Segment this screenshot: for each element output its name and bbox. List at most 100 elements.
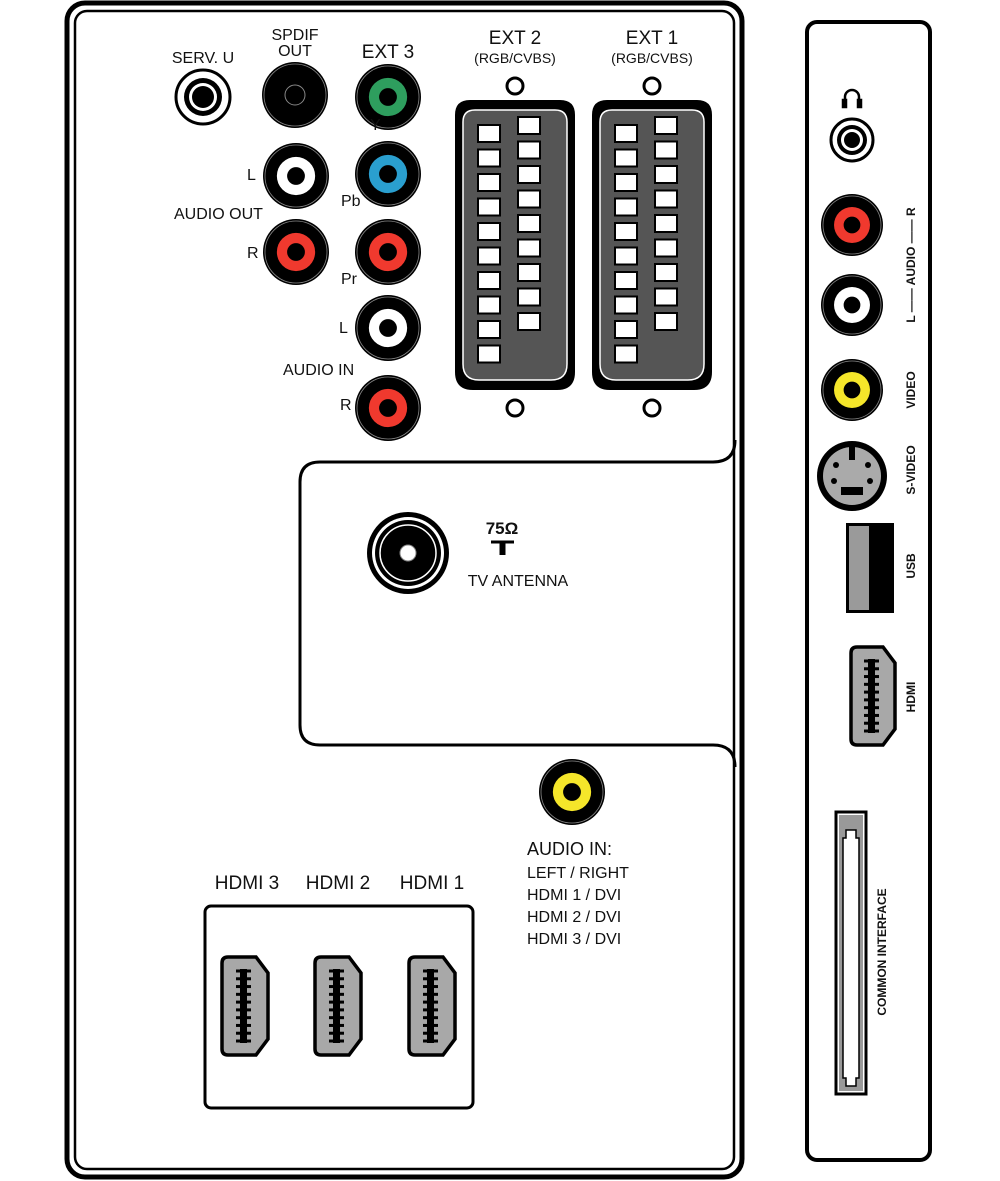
scart-pin bbox=[614, 295, 638, 315]
scart-pin bbox=[477, 148, 501, 168]
hdmi-pin bbox=[236, 1000, 251, 1004]
ext2-scart-connector[interactable] bbox=[455, 76, 575, 418]
s-video-connector[interactable] bbox=[817, 441, 887, 511]
side-hdmi-label: HDMI bbox=[904, 682, 918, 713]
hdmi-pin bbox=[423, 1008, 438, 1012]
ext3-y-jack[interactable] bbox=[355, 64, 421, 130]
serv-u-jack[interactable] bbox=[174, 68, 232, 126]
audio-in-l-jack[interactable] bbox=[355, 295, 421, 361]
scart-pin bbox=[614, 197, 638, 217]
audio-in-label: AUDIO IN bbox=[283, 362, 354, 379]
common-interface-slot[interactable] bbox=[834, 810, 868, 1096]
common-interface-label: COMMON INTERFACE bbox=[875, 888, 889, 1015]
hdmi3-port[interactable] bbox=[220, 955, 270, 1057]
scart-pin bbox=[614, 271, 638, 290]
hdmi-pin bbox=[236, 1023, 251, 1027]
hdmi-pin bbox=[236, 1016, 251, 1020]
tv-antenna-connector[interactable] bbox=[367, 512, 449, 594]
side-hdmi-port[interactable] bbox=[849, 645, 897, 747]
headphone-icon bbox=[841, 88, 863, 109]
hdmi-pin bbox=[423, 1023, 438, 1027]
scart-pin bbox=[517, 165, 541, 184]
hdmi1-port[interactable] bbox=[407, 955, 457, 1057]
scart-pin bbox=[654, 165, 678, 184]
hdmi-pin bbox=[329, 1016, 344, 1020]
scart-pin bbox=[517, 140, 541, 160]
ext3-pb-jack[interactable] bbox=[355, 141, 421, 207]
side-svideo-label: S-VIDEO bbox=[904, 445, 918, 494]
hdmi-pin bbox=[864, 659, 879, 663]
side-audio-l-jack[interactable] bbox=[821, 274, 883, 336]
ext3-label: EXT 3 bbox=[362, 42, 414, 63]
audio-in-dvi-jack[interactable] bbox=[539, 759, 605, 825]
spdif-out-connector[interactable] bbox=[262, 62, 328, 128]
audio-in-r-jack[interactable] bbox=[355, 375, 421, 441]
hdmi-pin bbox=[864, 706, 879, 710]
scart-pin bbox=[654, 214, 678, 233]
audio-in-line: HDMI 1 / DVI bbox=[527, 887, 621, 904]
side-audio-r-jack[interactable] bbox=[821, 194, 883, 256]
hdmi-pin bbox=[329, 1023, 344, 1027]
hdmi-pin bbox=[329, 1031, 344, 1035]
scart-pin bbox=[654, 312, 678, 331]
ext1-scart-connector[interactable] bbox=[592, 76, 712, 418]
y-label: Y bbox=[370, 117, 381, 134]
side-audio-label: L —— AUDIO —— R bbox=[904, 207, 918, 323]
screw-hole-icon bbox=[505, 76, 525, 96]
scart-pin bbox=[654, 140, 678, 160]
pb-label: Pb bbox=[341, 193, 361, 210]
hdmi2-port[interactable] bbox=[313, 955, 363, 1057]
hdmi-pin bbox=[236, 1008, 251, 1012]
audio-out-r-jack[interactable] bbox=[263, 219, 329, 285]
ext2-sub-label: (RGB/CVBS) bbox=[474, 50, 556, 66]
audio-out-l-jack[interactable] bbox=[263, 143, 329, 209]
spdif-label-line1: SPDIF bbox=[271, 27, 318, 44]
audio-in-r-label: R bbox=[340, 397, 352, 414]
hdmi-pin bbox=[423, 992, 438, 996]
usb-port[interactable] bbox=[846, 523, 894, 613]
ext1-label: EXT 1 bbox=[626, 28, 678, 49]
scart-pin bbox=[614, 246, 638, 266]
side-usb-label: USB bbox=[904, 553, 918, 579]
scart-pin bbox=[614, 173, 638, 192]
scart-pin bbox=[614, 320, 638, 339]
hdmi-pin bbox=[423, 1039, 438, 1043]
hdmi-pin bbox=[423, 1016, 438, 1020]
hdmi-pin bbox=[329, 1000, 344, 1004]
hdmi-pin bbox=[864, 682, 879, 686]
scart-pin bbox=[654, 263, 678, 282]
scart-pin bbox=[477, 173, 501, 192]
ext1-sub-label: (RGB/CVBS) bbox=[611, 50, 693, 66]
audio-in-line: HDMI 2 / DVI bbox=[527, 909, 621, 926]
hdmi-pin bbox=[236, 992, 251, 996]
scart-pin bbox=[614, 124, 638, 143]
hdmi-pin bbox=[864, 698, 879, 702]
scart-pin bbox=[517, 263, 541, 282]
ext3-pr-jack[interactable] bbox=[355, 219, 421, 285]
pr-label: Pr bbox=[341, 271, 358, 288]
scart-pin bbox=[517, 214, 541, 233]
headphone-jack[interactable] bbox=[829, 117, 875, 163]
hdmi-pin bbox=[329, 1008, 344, 1012]
scart-pin bbox=[517, 238, 541, 258]
scart-pin bbox=[477, 271, 501, 290]
side-video-jack[interactable] bbox=[821, 359, 883, 421]
scart-pin bbox=[654, 116, 678, 135]
hdmi-pin bbox=[329, 985, 344, 989]
scart-pin bbox=[477, 246, 501, 266]
hdmi-pin bbox=[329, 977, 344, 981]
hdmi-pin bbox=[329, 992, 344, 996]
scart-pin bbox=[477, 222, 501, 241]
hdmi-pin bbox=[329, 1039, 344, 1043]
scart-pin bbox=[477, 295, 501, 315]
hdmi-pin bbox=[864, 690, 879, 694]
antenna-label: TV ANTENNA bbox=[468, 573, 569, 590]
hdmi-pin bbox=[236, 1039, 251, 1043]
hdmi-pin bbox=[864, 675, 879, 679]
audio-in-line: HDMI 3 / DVI bbox=[527, 931, 621, 948]
hdmi-pin bbox=[864, 729, 879, 733]
scart-pin bbox=[517, 189, 541, 209]
hdmi-pin bbox=[864, 667, 879, 671]
hdmi-pin bbox=[423, 985, 438, 989]
